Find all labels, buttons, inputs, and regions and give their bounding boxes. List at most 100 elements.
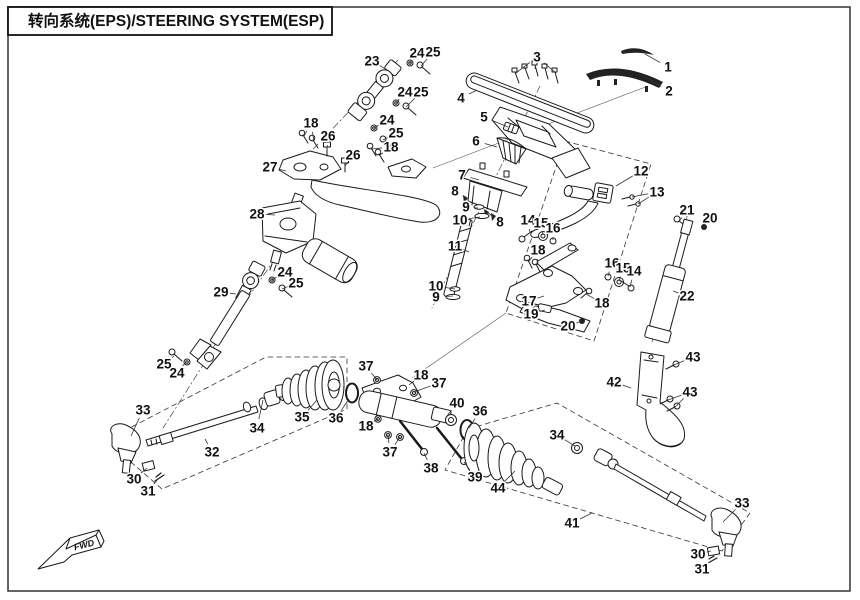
steering-wheel	[465, 72, 595, 179]
callout-number: 4	[457, 91, 465, 106]
callout-leader	[534, 65, 536, 70]
callout-leader	[413, 385, 431, 393]
callout-number: 25	[425, 45, 441, 60]
callout-leader	[468, 418, 476, 429]
bracket-fasteners	[518, 230, 635, 292]
callout-number: 5	[480, 110, 488, 125]
column-bracket-assembly	[505, 242, 591, 333]
callout-leader	[153, 478, 159, 485]
callout-leader	[182, 361, 187, 367]
callout-leader	[303, 130, 308, 137]
callout-leader	[468, 89, 478, 95]
callout-leader	[537, 295, 545, 299]
callout-leader	[492, 120, 509, 128]
callout-leader	[484, 143, 498, 148]
switch-pod	[530, 182, 641, 238]
callout-number: 7	[458, 168, 466, 183]
callout-leader	[672, 290, 679, 294]
callout-leader	[373, 418, 379, 422]
callout-leader	[486, 211, 494, 217]
steering-cover-trims	[586, 48, 663, 92]
callout-leader	[382, 136, 389, 141]
callout-leader	[408, 380, 415, 386]
callout-number: 25	[288, 276, 304, 291]
callout-leader	[307, 399, 318, 411]
title-box	[7, 6, 333, 36]
callout-number: 24	[409, 46, 425, 61]
callout-number: 20	[560, 319, 575, 334]
callout-leader	[543, 62, 557, 74]
callout-number: 9	[432, 290, 440, 305]
bolts-18	[298, 129, 593, 423]
callout-leader	[258, 399, 264, 420]
callout-number: 1	[664, 60, 672, 75]
diagram-art: FWD	[37, 48, 751, 570]
callout-leader	[130, 418, 140, 437]
callout-leader	[444, 287, 456, 290]
callout-leader	[463, 249, 470, 253]
callout-leader	[468, 216, 481, 220]
column-mount-plate	[462, 162, 528, 221]
callout-number: 25	[413, 85, 429, 100]
callout-number: 33	[135, 403, 151, 418]
callout-number: 26	[320, 129, 336, 144]
callout-number: 33	[734, 496, 750, 511]
callout-number: 36	[328, 411, 344, 426]
callout-number: 13	[649, 185, 665, 200]
callout-number: 8	[496, 215, 504, 230]
page-frame	[7, 6, 851, 592]
callout-number: 43	[682, 385, 698, 400]
callout-number: 9	[462, 200, 470, 215]
callout-number: 36	[472, 404, 488, 419]
callout-number: 15	[533, 216, 549, 231]
damper	[644, 218, 694, 344]
callout-leader	[585, 293, 595, 299]
callout-leader	[420, 58, 428, 67]
callout-number: 8	[451, 184, 459, 199]
callout-number: 18	[413, 368, 429, 383]
callout-number: 18	[303, 116, 319, 131]
callout-number: 18	[383, 140, 399, 155]
callout-leader	[265, 214, 276, 216]
callout-number: 44	[490, 481, 506, 496]
callout-leader	[387, 434, 390, 444]
callout-number: 6	[472, 134, 480, 149]
callout-number: 28	[249, 207, 265, 222]
callout-leader	[379, 151, 384, 156]
callout-number: 38	[423, 461, 439, 476]
callout-leader	[708, 560, 712, 564]
callout-number: 14	[520, 213, 536, 228]
callout-leader	[637, 196, 650, 205]
callout-number: 30	[690, 547, 705, 562]
callout-leader	[644, 53, 661, 63]
callout-number: 11	[448, 239, 463, 254]
callout-number: 19	[523, 307, 538, 322]
callout-number: 25	[388, 126, 404, 141]
callout-leader	[395, 98, 400, 104]
callout-leader	[576, 320, 583, 324]
callout-leader	[371, 147, 383, 150]
callout-leader	[423, 452, 428, 461]
page-title: 转向系统(EPS)/STEERING SYSTEM(ESP)	[28, 11, 324, 30]
callout-number: 42	[606, 375, 621, 390]
callout-leader	[622, 384, 632, 389]
washers-screws-24-25	[168, 59, 431, 366]
left-boot	[274, 359, 345, 411]
callout-number: 30	[126, 472, 141, 487]
callout-number: 31	[140, 484, 156, 499]
callout-number: 18	[530, 243, 546, 258]
callout-leader	[542, 231, 544, 236]
lower-steering-shaft	[189, 260, 266, 370]
callout-leader	[340, 398, 350, 411]
callout-number: 35	[294, 410, 310, 425]
right-boot	[463, 422, 564, 496]
callout-number: 21	[679, 203, 695, 218]
callout-number: 24	[169, 366, 185, 381]
callout-leader	[703, 224, 705, 227]
callout-leader	[673, 360, 685, 366]
callout-leader	[539, 309, 546, 312]
callout-leader	[394, 436, 401, 445]
hub-cone	[496, 137, 527, 165]
